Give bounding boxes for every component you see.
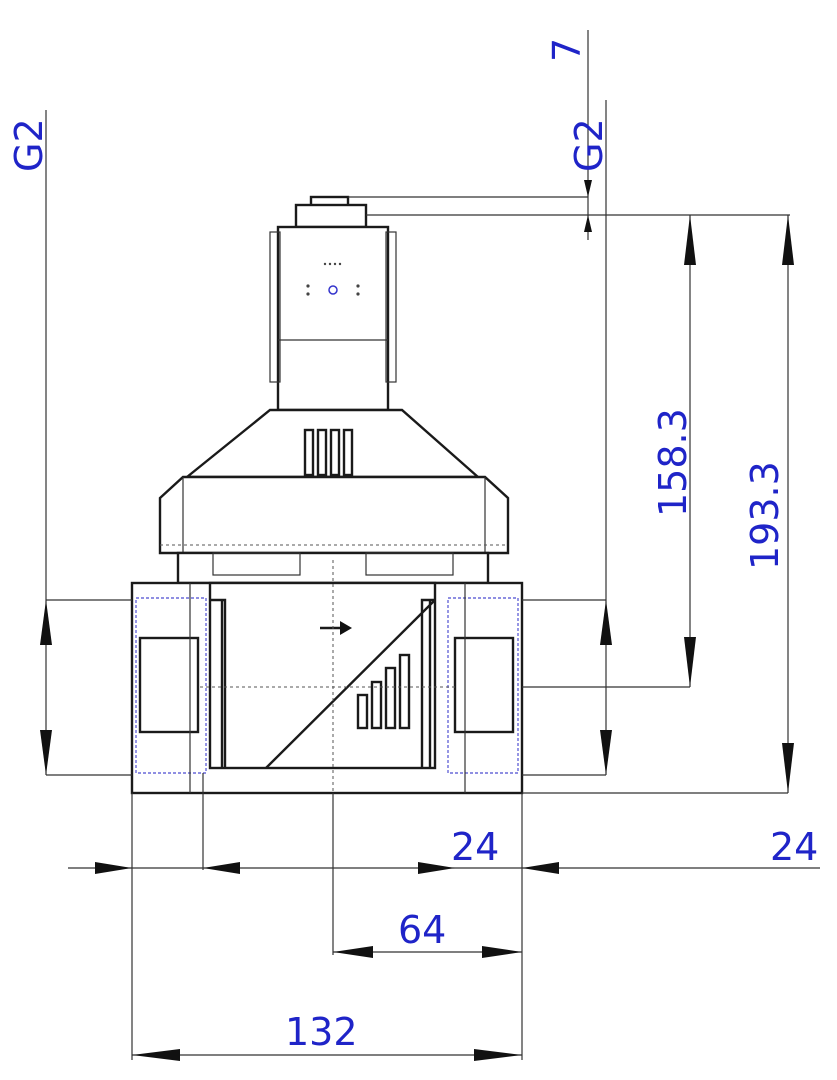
label-port-left: G2 (7, 118, 51, 172)
label-top-offset: 7 (545, 38, 589, 62)
label-width-total: 132 (285, 1010, 358, 1054)
label-height-total: 193.3 (743, 461, 787, 570)
label-width-half: 64 (398, 908, 446, 952)
dimension-lines (40, 30, 820, 1061)
label-port-top: G2 (567, 118, 611, 172)
label-height-center: 158.3 (651, 408, 695, 517)
valve-body (130, 195, 524, 800)
label-width-port-left: 24 (451, 825, 499, 869)
label-width-port-right: 24 (770, 825, 818, 869)
